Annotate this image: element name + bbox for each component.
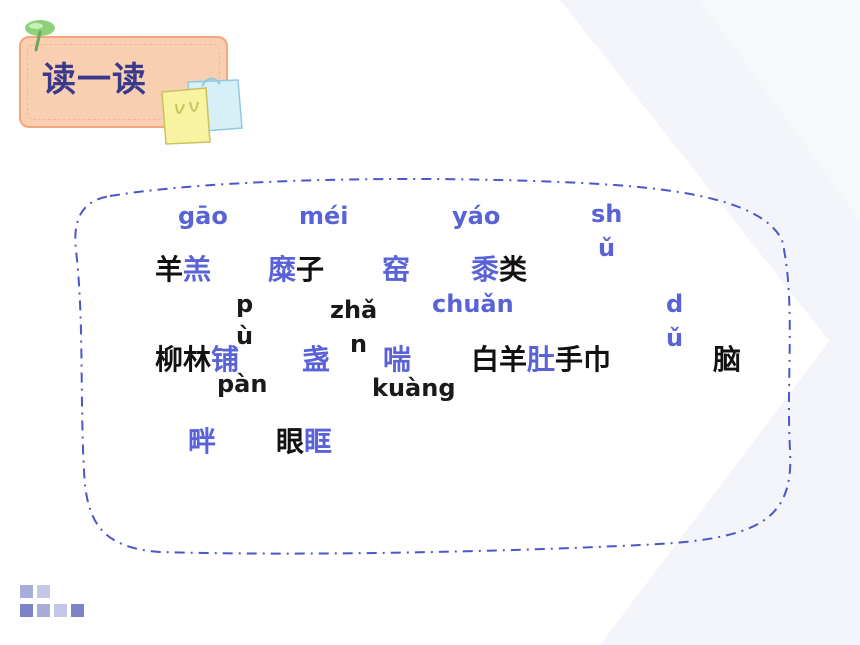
- word-yao: 窑: [382, 253, 411, 286]
- word-pan: 畔: [188, 425, 217, 458]
- pinyin-pu-part1: p: [236, 290, 254, 318]
- pinyin-zhan-part2: n: [350, 330, 368, 358]
- word-yanggao: 羊羔: [155, 253, 212, 286]
- word-zhan: 盏: [302, 343, 331, 376]
- word-liulinpu: 柳林铺: [155, 343, 240, 376]
- page-title: 读一读: [42, 60, 147, 100]
- pinyin-zhan-part1: zhǎ: [330, 296, 378, 324]
- word-shulei: 黍类: [471, 253, 528, 286]
- pinyin-shu-part1: sh: [591, 200, 623, 228]
- pinyin-mei: méi: [299, 202, 349, 230]
- word-nao: 脑: [713, 343, 742, 376]
- pinyin-du-part1: d: [666, 290, 684, 318]
- word-chuan: 喘: [383, 343, 412, 376]
- word-yankuang: 眼眶: [276, 425, 333, 458]
- pinyin-chuan: chuǎn: [432, 290, 514, 318]
- pinyin-gao: gāo: [178, 202, 228, 230]
- pinyin-kuang: kuàng: [372, 374, 456, 402]
- word-meizi: 糜子: [268, 253, 325, 286]
- pinyin-yao: yáo: [452, 202, 501, 230]
- pin-icon: [25, 20, 55, 52]
- pinyin-du-part2: ǔ: [666, 324, 684, 352]
- pinyin-shu-part2: ǔ: [598, 234, 616, 262]
- pinyin-pan: pàn: [217, 370, 268, 398]
- shopping-bags-icon: [161, 77, 243, 145]
- pinyin-pu-part2: ù: [236, 322, 254, 350]
- word-baiyangdushoujin: 白羊肚手巾: [471, 343, 612, 376]
